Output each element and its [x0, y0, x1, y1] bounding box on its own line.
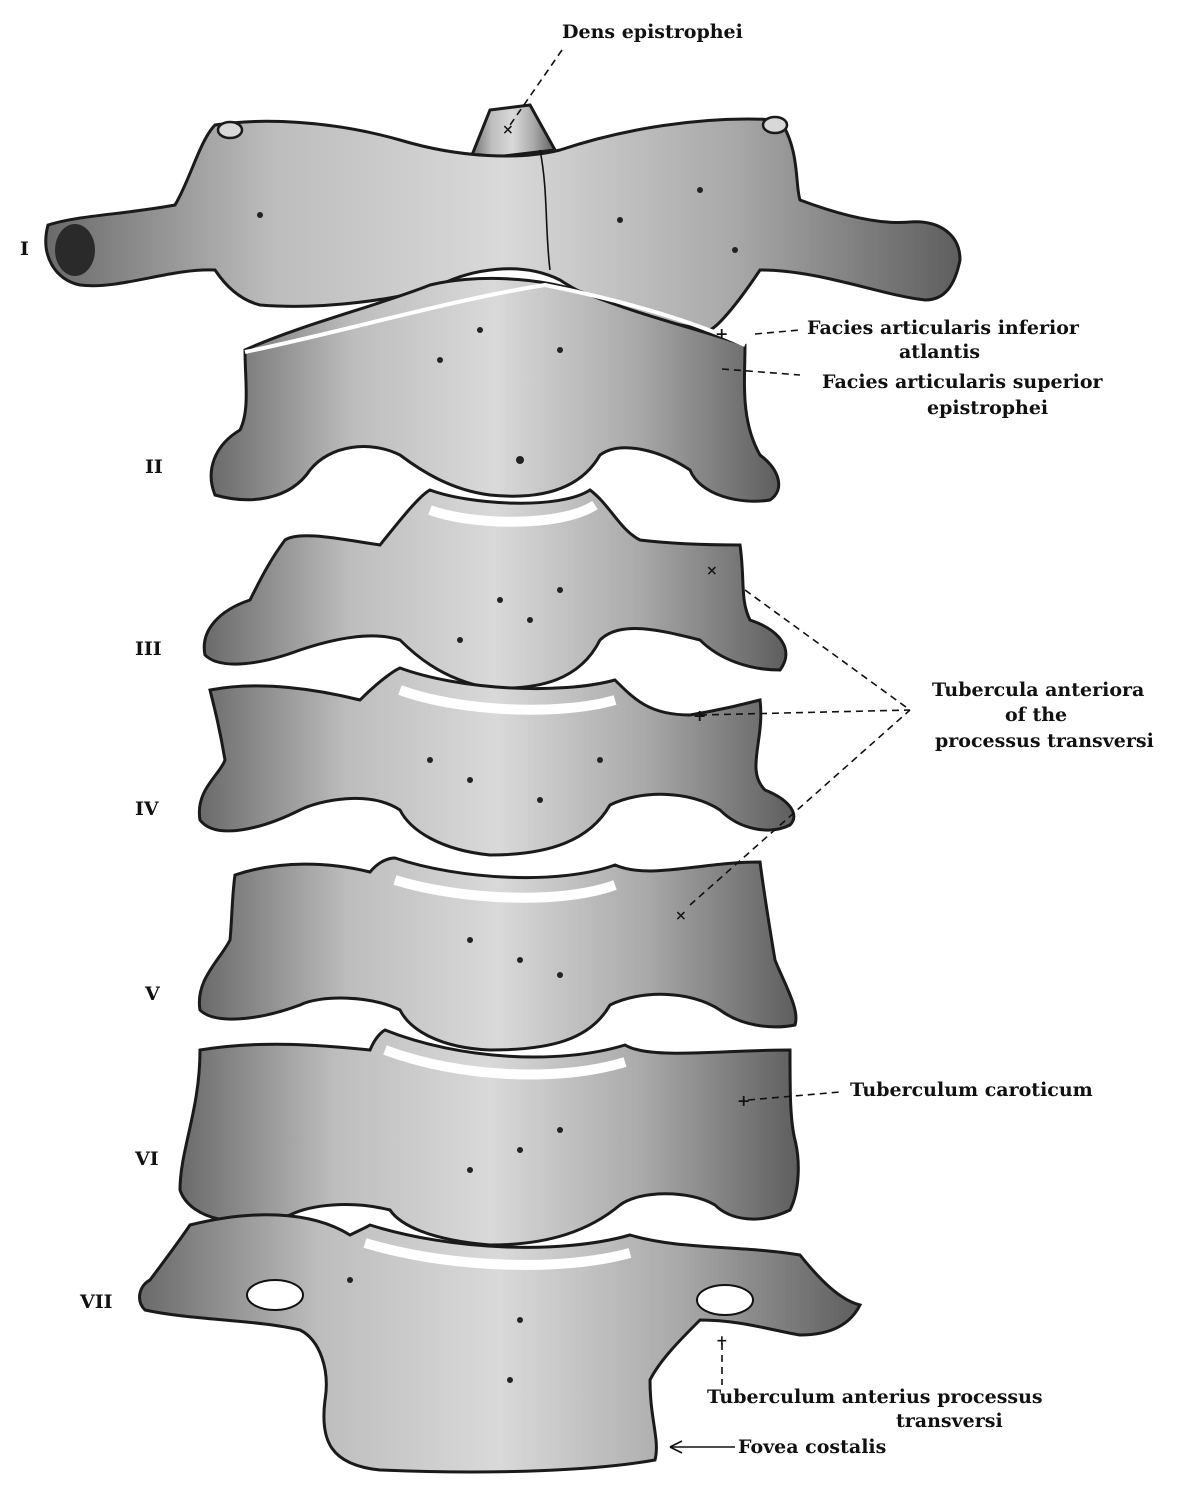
label-tuberculum-anterius-line1: Tuberculum anterius processus	[707, 1386, 1043, 1408]
vertebra-3	[202, 488, 788, 690]
label-tubercula-line1: Tubercula anteriora	[932, 679, 1144, 701]
vertebra-7	[138, 1213, 863, 1474]
vertebra-label-III: III	[135, 638, 162, 660]
svg-text:+: +	[715, 324, 728, 343]
vertebra-label-IV: IV	[135, 798, 160, 820]
label-facies-inferior-line1: Facies articularis inferior	[807, 317, 1080, 339]
svg-text:+: +	[716, 1333, 728, 1349]
leader-lines: × + × + × + +	[502, 49, 911, 1454]
svg-text:+: +	[737, 1091, 750, 1110]
label-tubercula-line2: of the	[1005, 704, 1067, 726]
svg-text:×: ×	[675, 908, 687, 924]
svg-text:+: +	[693, 706, 706, 725]
label-facies-inferior-line2: atlantis	[899, 341, 980, 363]
vertebra-atlas	[44, 103, 962, 332]
vertebra-label-VI: VI	[134, 1148, 159, 1170]
vertebra-6	[178, 1028, 800, 1247]
label-tuberculum-anterius-line2: transversi	[896, 1410, 1003, 1432]
vertebra-4	[197, 666, 796, 857]
vertebra-5	[197, 856, 798, 1052]
vertebra-label-V: V	[144, 983, 161, 1005]
label-tubercula-line3: processus transversi	[935, 730, 1154, 752]
vertebra-label-VII: VII	[79, 1291, 113, 1313]
label-dens-epistrophei: Dens epistrophei	[562, 21, 743, 43]
svg-text:×: ×	[502, 122, 514, 138]
label-tuberculum-caroticum: Tuberculum caroticum	[850, 1079, 1093, 1101]
label-fovea-costalis: Fovea costalis	[738, 1436, 886, 1458]
vertebra-label-II: II	[145, 456, 163, 478]
vertebra-label-I: I	[20, 238, 29, 260]
label-facies-superior-line2: epistrophei	[927, 397, 1048, 419]
vertebra-axis	[209, 276, 781, 503]
svg-text:×: ×	[706, 563, 718, 579]
label-facies-superior-line1: Facies articularis superior	[822, 371, 1103, 393]
